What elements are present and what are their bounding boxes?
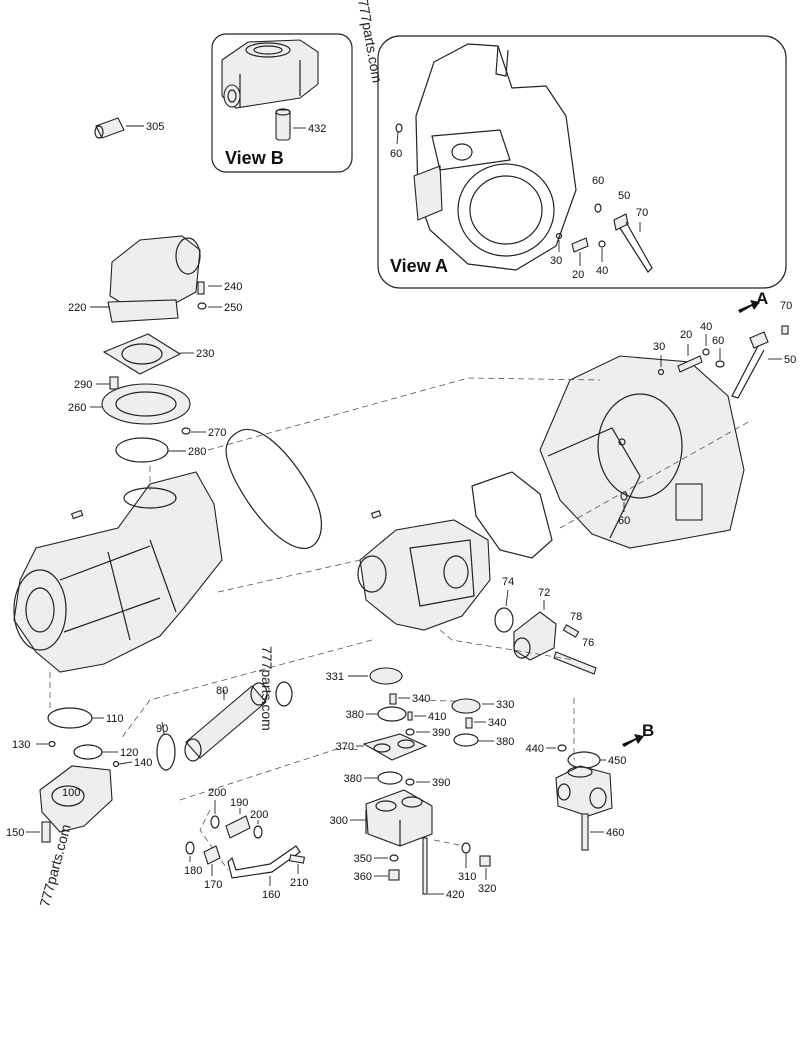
callout-80: 80 [216, 685, 228, 697]
callout-30-view-a: 30 [550, 255, 562, 267]
callout-20-housing: 20 [680, 329, 692, 341]
callout-370: 370 [336, 741, 354, 753]
callout-110: 110 [106, 713, 124, 725]
callout-410: 410 [428, 711, 446, 723]
main-gearbox [13, 471, 223, 673]
watermark-middle: 777parts.com [259, 646, 275, 731]
filter-base: 110 130 120 140 100 150 [6, 707, 152, 843]
callout-380-right: 380 [496, 736, 514, 748]
view-b-arrow-icon [622, 734, 644, 747]
callout-70-housing: 70 [780, 300, 792, 312]
callout-180: 180 [184, 865, 202, 877]
assembly-lines [49, 377, 753, 871]
callout-60-view-a-left: 60 [390, 148, 402, 160]
filter-element: 80 90 [156, 681, 293, 771]
callout-140: 140 [134, 757, 152, 769]
callout-432: 432 [308, 123, 326, 135]
callout-74: 74 [502, 576, 514, 588]
callout-200-right: 200 [250, 809, 268, 821]
callout-380-mid: 380 [344, 773, 362, 785]
callout-380-top: 380 [346, 709, 364, 721]
view-a-label: View A [390, 256, 448, 276]
large-o-ring [225, 429, 322, 549]
callout-120: 120 [120, 747, 138, 759]
callout-72: 72 [538, 587, 550, 599]
callout-331: 331 [326, 671, 344, 683]
view-a-arrow-label: A [756, 289, 768, 308]
callout-450: 450 [608, 755, 626, 767]
callout-330: 330 [496, 699, 514, 711]
callout-280: 280 [188, 446, 206, 458]
view-b-inset: 432 View B [211, 33, 353, 173]
callout-270: 270 [208, 427, 226, 439]
callout-76: 76 [582, 637, 594, 649]
callout-78: 78 [570, 611, 582, 623]
callout-305: 305 [146, 121, 164, 133]
pipe-assembly: 200 190 200 180 170 160 210 [184, 787, 308, 901]
callout-100: 100 [62, 787, 80, 799]
callout-130: 130 [12, 739, 30, 751]
callout-250: 250 [224, 302, 242, 314]
callout-340-left: 340 [412, 693, 430, 705]
callout-50-housing: 50 [784, 354, 796, 366]
callout-150: 150 [6, 827, 24, 839]
callout-70-view-a: 70 [636, 207, 648, 219]
callout-340-right: 340 [488, 717, 506, 729]
callout-390-top: 390 [432, 727, 450, 739]
callout-360: 360 [354, 871, 372, 883]
callout-310: 310 [458, 871, 476, 883]
callout-230: 230 [196, 348, 214, 360]
flywheel-housing: 60 [539, 355, 745, 549]
callout-60-housing-top: 60 [712, 335, 724, 347]
watermark-top: 777parts.com [355, 0, 385, 84]
callout-460: 460 [606, 827, 624, 839]
callout-220: 220 [68, 302, 86, 314]
callout-290: 290 [74, 379, 92, 391]
callout-20-view-a: 20 [572, 269, 584, 281]
inlet-assembly: 220 240 250 230 290 260 270 280 [68, 235, 242, 463]
housing-gasket [471, 471, 553, 559]
callout-200-left: 200 [208, 787, 226, 799]
callout-40-housing: 40 [700, 321, 712, 333]
callout-60-view-a-right: 60 [592, 175, 604, 187]
callout-190: 190 [230, 797, 248, 809]
callout-390-mid: 390 [432, 777, 450, 789]
callout-320: 320 [478, 883, 496, 895]
view-b-label: View B [225, 148, 284, 168]
callout-210: 210 [290, 877, 308, 889]
callout-170: 170 [204, 879, 222, 891]
callout-440: 440 [526, 743, 544, 755]
housing-hardware: 30 20 40 60 50 70 A [653, 289, 796, 399]
callout-160: 160 [262, 889, 280, 901]
valve-block: 331 340 380 410 390 370 380 390 300 350 [326, 667, 514, 901]
callout-300: 300 [330, 815, 348, 827]
callout-30-housing: 30 [653, 341, 665, 353]
view-a-arrow-icon [738, 300, 760, 313]
callout-50-view-a: 50 [618, 190, 630, 202]
callout-350: 350 [354, 853, 372, 865]
callout-260: 260 [68, 402, 86, 414]
callout-60-housing: 60 [618, 515, 630, 527]
pump-assembly: 74 72 78 76 [357, 510, 597, 675]
view-a-inset: 60 60 50 70 30 20 40 View A [377, 35, 787, 289]
view-b-arrow-label: B [642, 721, 654, 740]
part-305: 305 [94, 117, 164, 139]
callout-90: 90 [156, 723, 168, 735]
callout-420: 420 [446, 889, 464, 901]
aux-pump: B 440 450 460 [526, 721, 654, 851]
callout-40-view-a: 40 [596, 265, 608, 277]
callout-240: 240 [224, 281, 242, 293]
